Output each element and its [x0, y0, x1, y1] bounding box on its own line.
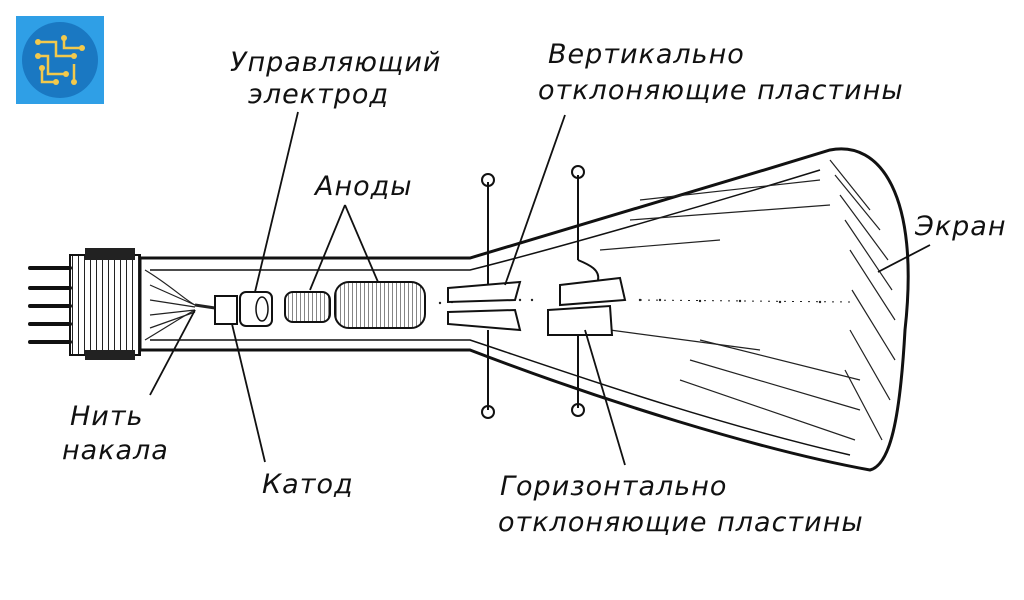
tube-base: [69, 248, 141, 360]
circuit-board-icon: [16, 16, 104, 104]
label-filament-line1: Нить: [70, 401, 144, 432]
leader-lines: [149, 111, 931, 466]
tube-inner-line-bottom: [150, 339, 851, 456]
anode-1: [284, 291, 331, 323]
label-cathode: Катод: [262, 469, 354, 500]
base-pins: [28, 266, 72, 344]
cathode-shape: [214, 295, 238, 325]
label-horizontal-plates-line2: отклоняющие пластины: [498, 507, 864, 538]
label-filament-line2: накала: [62, 435, 169, 466]
label-vertical-plates-line2: отклоняющие пластины: [538, 75, 904, 106]
screen-shading: [599, 159, 896, 441]
horizontal-deflection-plates: [547, 165, 627, 417]
vertical-deflection-plates: [447, 173, 522, 419]
filament: [144, 269, 216, 341]
electron-beam: [438, 296, 851, 305]
label-vertical-plates-line1: Вертикально: [548, 39, 745, 70]
label-anodes: Аноды: [315, 171, 413, 202]
tube-inner-line: [150, 169, 821, 271]
label-control-electrode-line1: Управляющий: [230, 47, 442, 78]
anode-2: [334, 281, 426, 329]
label-control-electrode-line2: электрод: [248, 79, 390, 110]
label-screen: Экран: [915, 211, 1007, 242]
label-horizontal-plates-line1: Горизонтально: [500, 471, 728, 502]
tube-envelope: [138, 147, 910, 472]
